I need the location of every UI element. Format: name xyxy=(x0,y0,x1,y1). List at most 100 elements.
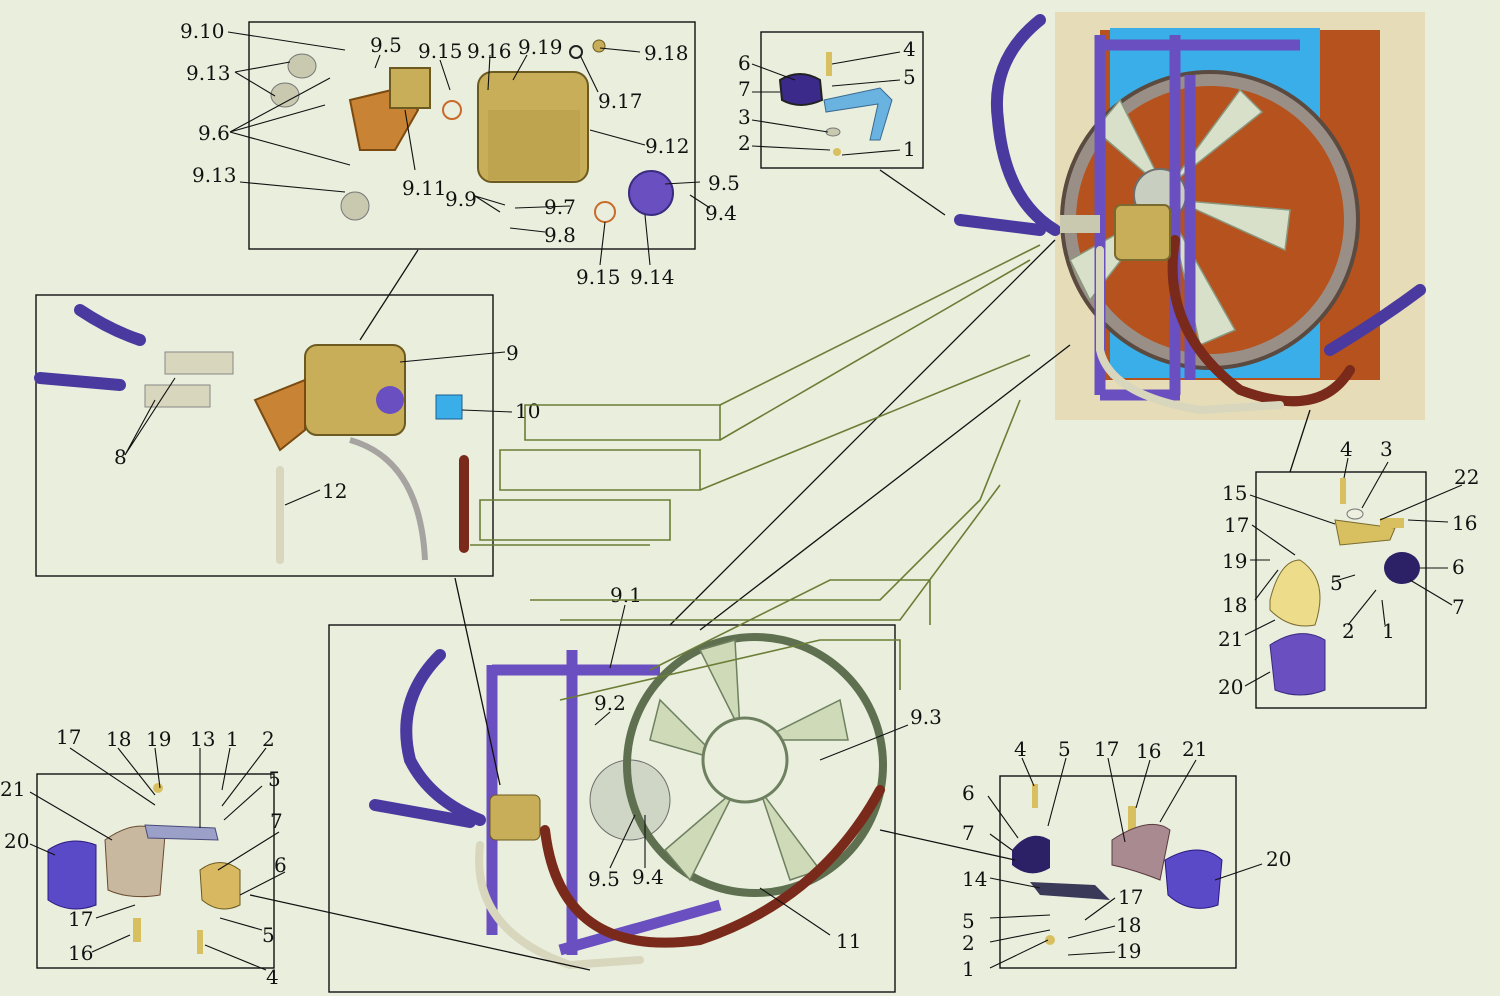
label-9.16: 9.16 xyxy=(467,39,512,63)
label-5-low: 5 xyxy=(962,909,975,933)
label-9.15-bottom: 9.15 xyxy=(576,265,621,289)
label-3: 3 xyxy=(1380,437,1393,461)
label-19: 19 xyxy=(1222,549,1247,573)
label-1: 1 xyxy=(903,137,916,161)
label-7: 7 xyxy=(1452,595,1465,619)
label-22: 22 xyxy=(1454,465,1479,489)
label-2: 2 xyxy=(962,931,975,955)
main-view-illustration xyxy=(954,12,1426,420)
clamp-left-labels: 17 18 19 13 1 2 21 5 20 7 6 17 5 16 4 xyxy=(0,725,287,989)
label-9.5: 9.5 xyxy=(370,33,402,57)
label-4: 4 xyxy=(1340,437,1353,461)
label-16: 16 xyxy=(68,941,93,965)
label-9.11: 9.11 xyxy=(402,176,447,200)
label-9.12: 9.12 xyxy=(645,134,690,158)
label-6: 6 xyxy=(274,853,287,877)
label-9.9: 9.9 xyxy=(445,187,477,211)
label-7: 7 xyxy=(270,809,283,833)
label-2: 2 xyxy=(1342,619,1355,643)
clamp-bottom-labels: 4 5 17 16 21 6 7 20 14 17 5 18 2 19 1 xyxy=(962,737,1291,981)
clamp-top-leaders xyxy=(751,51,901,156)
label-5-low: 5 xyxy=(262,923,275,947)
label-17: 17 xyxy=(1224,513,1249,537)
pump-exploded-labels: 9.10 9.5 9.15 9.16 9.19 9.18 9.13 9.17 9… xyxy=(180,19,740,289)
bracket-right-labels: 4 3 15 22 17 16 19 5 6 18 7 2 1 21 20 xyxy=(1218,437,1479,699)
pump-exploded-leaders xyxy=(227,31,711,266)
label-17: 17 xyxy=(56,725,81,749)
label-17: 17 xyxy=(1094,737,1119,761)
label-5: 5 xyxy=(1058,737,1071,761)
label-5: 5 xyxy=(1330,571,1343,595)
label-9.15: 9.15 xyxy=(418,39,463,63)
label-9.8: 9.8 xyxy=(544,223,576,247)
frame-fan-box xyxy=(328,624,896,993)
label-9.6: 9.6 xyxy=(198,121,230,145)
label-4: 4 xyxy=(903,37,916,61)
clamp-bottom-parts xyxy=(1012,784,1223,945)
label-19: 19 xyxy=(1116,939,1141,963)
frame-fan-labels: 9.1 9.2 9.3 9.5 9.4 11 xyxy=(588,583,942,953)
label-11: 11 xyxy=(836,929,861,953)
label-18: 18 xyxy=(1116,913,1141,937)
pump-assembly-box xyxy=(35,294,494,577)
label-20: 20 xyxy=(1266,847,1291,871)
pump-assembly-leaders xyxy=(124,351,513,506)
label-10: 10 xyxy=(515,399,540,423)
label-21: 21 xyxy=(0,777,25,801)
label-21: 21 xyxy=(1218,627,1243,651)
label-3: 3 xyxy=(738,105,751,129)
pump-assembly-parts xyxy=(34,304,469,564)
label-6: 6 xyxy=(738,51,751,75)
pump-exploded-box xyxy=(248,21,696,250)
label-9.13-top: 9.13 xyxy=(186,61,231,85)
label-18: 18 xyxy=(1222,593,1247,617)
label-9.17: 9.17 xyxy=(598,89,643,113)
label-8: 8 xyxy=(114,445,127,469)
label-9.13-bottom: 9.13 xyxy=(192,163,237,187)
label-2: 2 xyxy=(262,727,275,751)
projection-trace-lines xyxy=(470,244,1041,701)
label-6: 6 xyxy=(1452,555,1465,579)
label-9.14: 9.14 xyxy=(630,265,675,289)
label-9.19: 9.19 xyxy=(518,35,563,59)
pump-assembly-labels: 9 8 10 12 xyxy=(114,341,540,503)
label-14: 14 xyxy=(962,867,987,891)
label-5: 5 xyxy=(903,65,916,89)
bracket-right-parts xyxy=(1269,478,1420,696)
clamp-left-leaders xyxy=(29,747,286,971)
label-9.5: 9.5 xyxy=(588,867,620,891)
clamp-left-parts xyxy=(47,783,241,954)
label-21: 21 xyxy=(1182,737,1207,761)
label-18: 18 xyxy=(106,727,131,751)
clamp-top-box xyxy=(760,31,924,169)
label-17-low: 17 xyxy=(1118,885,1143,909)
label-9.10: 9.10 xyxy=(180,19,225,43)
label-9.4: 9.4 xyxy=(632,865,664,889)
label-1: 1 xyxy=(226,727,239,751)
clamp-left-box xyxy=(36,773,275,969)
label-16: 16 xyxy=(1136,739,1161,763)
clamp-top-labels: 6 4 7 5 3 2 1 xyxy=(738,37,916,161)
clamp-top-parts xyxy=(778,52,893,156)
label-6: 6 xyxy=(962,781,975,805)
label-9.5-right: 9.5 xyxy=(708,171,740,195)
label-17-low: 17 xyxy=(68,907,93,931)
label-19: 19 xyxy=(146,727,171,751)
label-9.18: 9.18 xyxy=(644,41,689,65)
box-connector-lines xyxy=(249,169,1311,971)
clamp-bottom-box xyxy=(999,775,1237,969)
label-20: 20 xyxy=(1218,675,1243,699)
label-9.2: 9.2 xyxy=(594,691,626,715)
label-9.4: 9.4 xyxy=(705,201,737,225)
label-4: 4 xyxy=(1014,737,1027,761)
frame-fan-leaders xyxy=(594,604,909,936)
label-9.7: 9.7 xyxy=(544,195,576,219)
pump-exploded-parts xyxy=(270,39,674,223)
label-13: 13 xyxy=(190,727,215,751)
label-4: 4 xyxy=(266,965,279,989)
label-5: 5 xyxy=(268,767,281,791)
label-7: 7 xyxy=(962,821,975,845)
frame-fan-parts xyxy=(369,633,887,970)
label-20: 20 xyxy=(4,829,29,853)
